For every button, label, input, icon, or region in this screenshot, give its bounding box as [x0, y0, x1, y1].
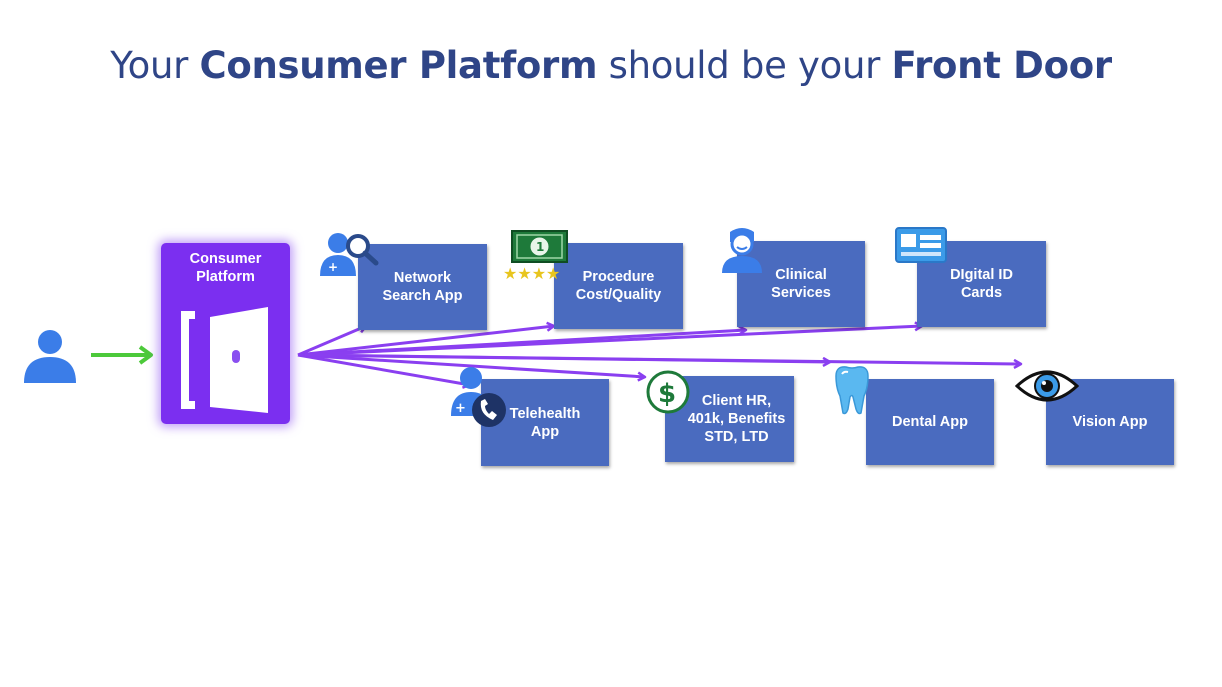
arrow-to-telehealth: [297, 353, 470, 385]
arrow-to-vision: [297, 353, 1021, 364]
procedure-cost-quality-box: Procedure Cost/Quality: [554, 243, 683, 329]
vision-app-label: Vision App: [1072, 414, 1148, 430]
dental-app-label: Dental App: [892, 414, 968, 430]
telehealth-app-box: Telehealth App: [481, 379, 609, 466]
svg-text:★★★★: ★★★★: [503, 264, 560, 281]
title-part-3: should be your: [597, 44, 892, 87]
dollar-coin-icon: $: [646, 370, 690, 414]
arrow-to-network-search: [297, 326, 366, 357]
doctor-phone-icon: +: [451, 367, 506, 427]
client-hr-label: Client HR, 401k, Benefits STD, LTD: [687, 393, 786, 445]
clinical-services-box: Clinical Services: [737, 241, 865, 327]
id-card-icon: [895, 227, 947, 263]
arrow-to-digital-id: [297, 326, 922, 357]
consumer-platform-box: Consumer Platform: [161, 243, 290, 424]
svg-text:+: +: [455, 401, 466, 416]
svg-text:$: $: [658, 379, 676, 409]
title-part-2: Consumer Platform: [199, 44, 598, 87]
dental-app-box: Dental App: [866, 379, 994, 465]
user-icon: [24, 330, 76, 383]
page-title: Your Consumer Platform should be your Fr…: [0, 44, 1222, 87]
title-part-1: Your: [110, 44, 200, 87]
doctor-search-icon: +: [320, 233, 379, 276]
procedure-cost-quality-label: Procedure Cost/Quality: [575, 269, 662, 303]
tooth-icon: [835, 366, 869, 415]
arrow-to-procedure-cost: [297, 326, 554, 357]
eye-icon: [1015, 370, 1079, 402]
svg-text:+: +: [328, 260, 338, 274]
svg-text:1: 1: [536, 240, 544, 254]
arrow-to-client-hr: [297, 353, 645, 377]
client-hr-box: Client HR, 401k, Benefits STD, LTD: [665, 376, 794, 462]
title-part-4: Front Door: [891, 44, 1112, 87]
digital-id-cards-label: DIgital ID Cards: [950, 267, 1013, 301]
telehealth-app-label: Telehealth App: [509, 405, 581, 440]
consumer-platform-label: Consumer Platform: [189, 251, 262, 285]
door-icon: [181, 307, 268, 413]
nurse-icon: [722, 228, 762, 273]
money-stars-icon: 1 ★★★★: [503, 230, 568, 281]
network-search-app-label: Network Search App: [382, 270, 463, 304]
network-search-app-box: Network Search App: [358, 244, 487, 330]
clinical-services-label: Clinical Services: [771, 267, 831, 301]
